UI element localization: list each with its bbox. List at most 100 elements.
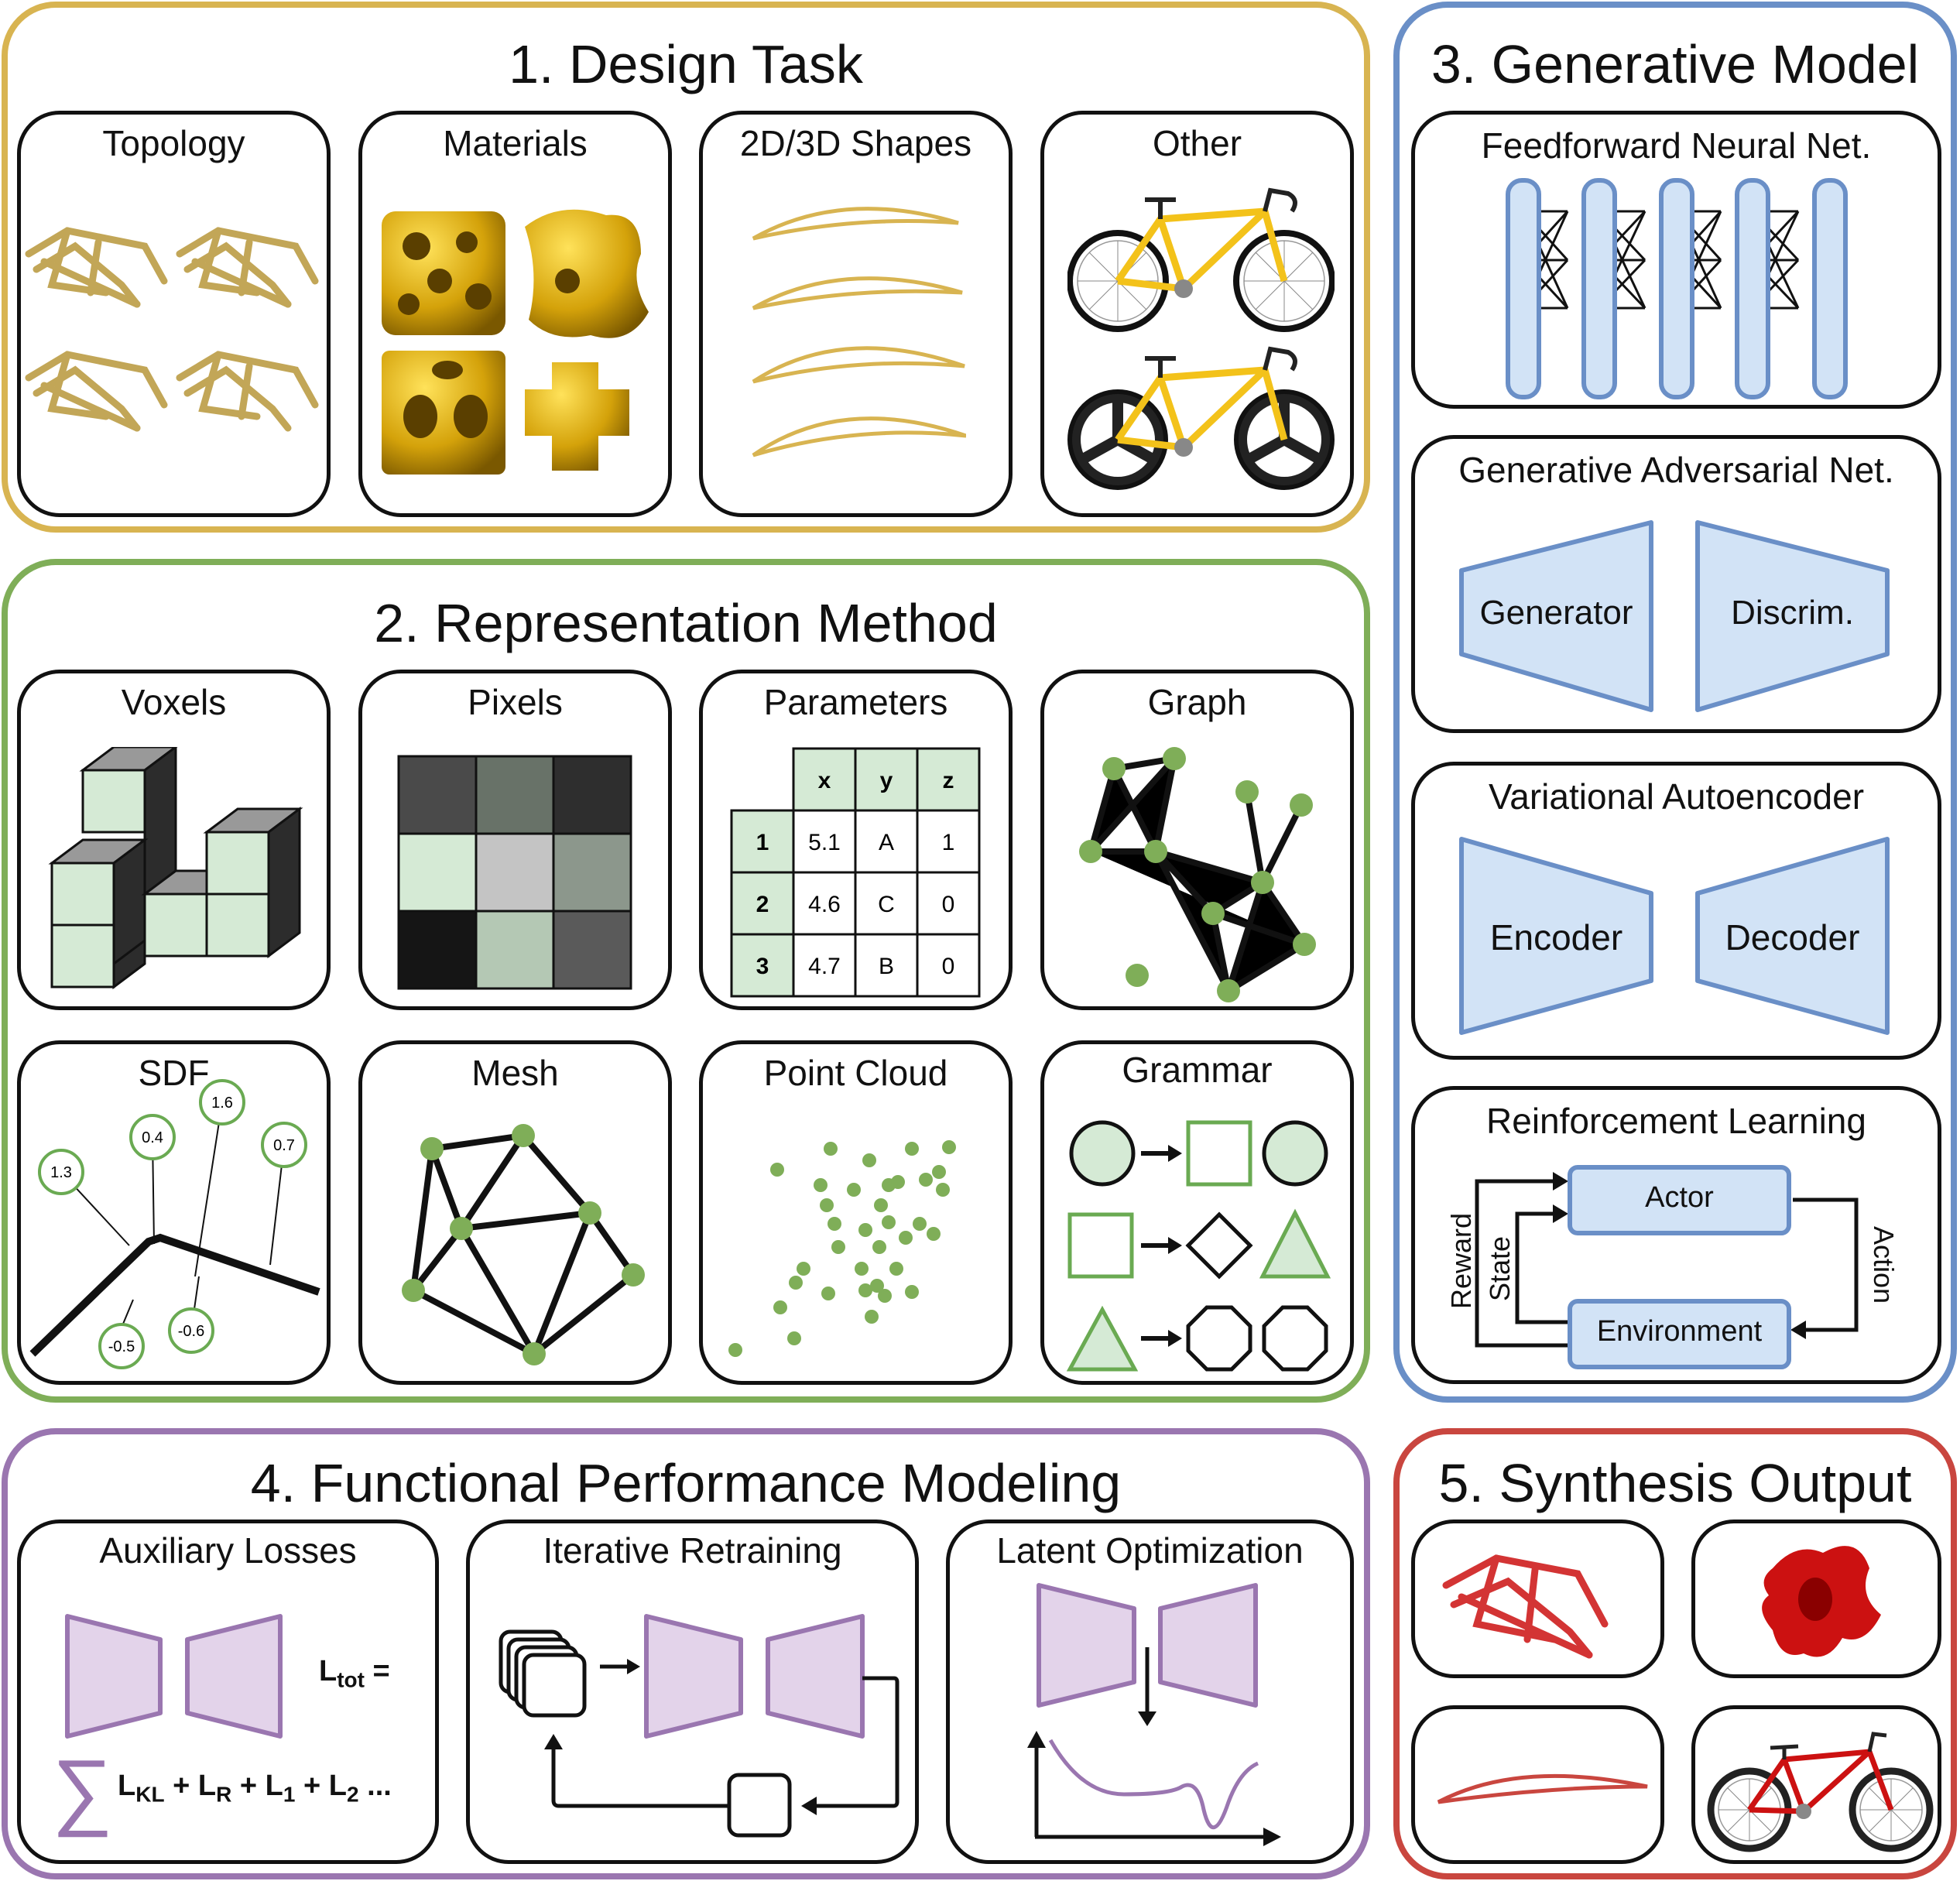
topology-structure-2 xyxy=(176,227,319,308)
topology-label: Topology xyxy=(102,123,245,163)
vae-decoder-block xyxy=(1695,837,1890,1035)
output-topology-panel xyxy=(1411,1520,1664,1678)
auxiliary-losses-label: Auxiliary Losses xyxy=(99,1530,357,1571)
grammar-rule-1 xyxy=(1069,1120,1328,1187)
performance-modeling-section: 4. Functional Performance Modeling xyxy=(2,1428,1370,1879)
iterative-retraining-label: Iterative Retraining xyxy=(543,1530,842,1571)
output-airfoil-image xyxy=(1437,1773,1648,1804)
gan-panel: Generative Adversarial Net. Generator Di… xyxy=(1411,435,1941,733)
pixels-label: Pixels xyxy=(468,682,563,722)
synthesis-output-title: 5. Synthesis Output xyxy=(1438,1453,1912,1513)
sum-symbol: ∑ xyxy=(52,1742,113,1838)
param-cell: 0 xyxy=(942,892,955,917)
param-cell: B xyxy=(879,954,894,979)
ffnn-label: Feedforward Neural Net. xyxy=(1481,125,1872,166)
airfoil-4 xyxy=(752,416,966,457)
representation-method-section: 2. Representation Method xyxy=(2,559,1370,1403)
mesh-image xyxy=(402,1124,645,1365)
point-cloud-image xyxy=(728,1140,956,1357)
param-row-index: 1 xyxy=(756,830,769,855)
param-header-z: z xyxy=(943,768,954,793)
point-cloud-panel: Point Cloud xyxy=(699,1040,1013,1385)
output-material-image xyxy=(1762,1546,1881,1657)
point-cloud-label: Point Cloud xyxy=(763,1053,948,1093)
rl-reward-label: Reward xyxy=(1445,1212,1477,1310)
pixels-panel: Pixels xyxy=(358,670,672,1010)
parameters-table: x y z 1 2 3 5.1 A 1 4.6 C 0 4.7 B 0 xyxy=(730,747,981,998)
grammar-rules-image xyxy=(1066,1120,1331,1372)
param-cell: A xyxy=(879,830,894,855)
voxels-image xyxy=(48,747,303,989)
graph-image xyxy=(1079,747,1316,1002)
design-task-section: 1. Design Task xyxy=(2,2,1370,533)
loss-terms: LKL + LR + L1 + L2 ... xyxy=(118,1770,392,1807)
mesh-label: Mesh xyxy=(471,1053,559,1093)
rl-state-label: State xyxy=(1484,1235,1516,1302)
rl-label: Reinforcement Learning xyxy=(1486,1101,1866,1141)
param-row-index: 2 xyxy=(756,892,769,917)
ffnn-layer-3 xyxy=(1659,178,1694,399)
synthesis-output-section: 5. Synthesis Output xyxy=(1393,1428,1957,1879)
gan-discriminator-label: Discrim. xyxy=(1731,594,1854,632)
vae-diagram xyxy=(1459,837,1890,1035)
output-topology-image xyxy=(1442,1554,1609,1659)
voxels-label: Voxels xyxy=(121,682,227,722)
output-bicycle-panel xyxy=(1691,1705,1941,1864)
sdf-value: -0.5 xyxy=(108,1338,135,1355)
rl-environment-box xyxy=(1568,1299,1791,1369)
grammar-rule-3 xyxy=(1066,1305,1328,1372)
output-bicycle-image xyxy=(1707,1732,1934,1852)
output-material-panel xyxy=(1691,1520,1941,1678)
param-header-y: y xyxy=(880,768,893,793)
grammar-rule-2 xyxy=(1067,1208,1331,1280)
sdf-value: -0.6 xyxy=(178,1323,204,1340)
parameters-panel: Parameters x y z 1 2 3 5.1 A 1 4.6 C 0 4… xyxy=(699,670,1013,1010)
sdf-value: 1.6 xyxy=(211,1095,233,1112)
param-cell: 1 xyxy=(942,830,955,855)
sdf-image: 1.3 0.4 1.6 0.7 -0.5 -0.6 xyxy=(29,1079,320,1369)
rl-action-label: Action xyxy=(1868,1225,1900,1304)
param-header-x: x xyxy=(818,768,831,793)
sdf-label: SDF xyxy=(138,1053,210,1093)
pixels-grid-image xyxy=(397,755,632,990)
graph-panel: Graph xyxy=(1040,670,1354,1010)
mesh-panel: Mesh xyxy=(358,1040,672,1385)
iterative-retraining-diagram xyxy=(499,1614,899,1838)
shapes-label: 2D/3D Shapes xyxy=(739,123,972,163)
sdf-panel: SDF 1.3 0.4 1.6 0.7 -0.5 -0.6 xyxy=(17,1040,331,1385)
material-cell-cross xyxy=(525,362,629,471)
param-cell: C xyxy=(878,892,895,917)
vae-panel: Variational Autoencoder Encoder Decoder xyxy=(1411,762,1941,1060)
param-cell: 0 xyxy=(942,954,955,979)
sdf-value: 0.7 xyxy=(273,1137,295,1154)
param-cell: 5.1 xyxy=(808,830,841,855)
parameters-label: Parameters xyxy=(763,682,948,722)
gan-discriminator-block xyxy=(1695,520,1890,712)
material-cell-gyroid xyxy=(382,211,505,335)
bicycle-trispoke xyxy=(1067,346,1335,490)
material-cell-cube-holes xyxy=(382,351,505,475)
latent-optimization-diagram xyxy=(1027,1583,1281,1846)
design-task-title: 1. Design Task xyxy=(509,34,863,94)
topology-structure-4 xyxy=(176,351,319,432)
grammar-panel: Grammar xyxy=(1040,1040,1354,1385)
output-airfoil-panel xyxy=(1411,1705,1664,1864)
rl-environment-label: Environment xyxy=(1596,1315,1763,1348)
objective-curve xyxy=(1048,1739,1259,1829)
rl-actor-box xyxy=(1568,1165,1791,1235)
param-row-index: 3 xyxy=(756,954,769,979)
topology-panel: Topology xyxy=(17,111,331,517)
param-cell: 4.7 xyxy=(808,954,841,979)
voxels-panel: Voxels xyxy=(17,670,331,1010)
latent-optimization-panel: Latent Optimization xyxy=(946,1520,1354,1864)
vae-encoder-label: Encoder xyxy=(1489,917,1623,958)
materials-label: Materials xyxy=(443,123,588,163)
topology-structure-1 xyxy=(25,227,168,308)
rl-diagram xyxy=(1475,1165,1859,1369)
materials-panel: Materials xyxy=(358,111,672,517)
loss-total: Ltot = xyxy=(319,1655,390,1692)
gan-diagram xyxy=(1459,520,1890,712)
ffnn-layer-5 xyxy=(1812,178,1848,399)
dataset-stack-icon xyxy=(499,1629,587,1718)
ffnn-layer-1 xyxy=(1506,178,1541,399)
